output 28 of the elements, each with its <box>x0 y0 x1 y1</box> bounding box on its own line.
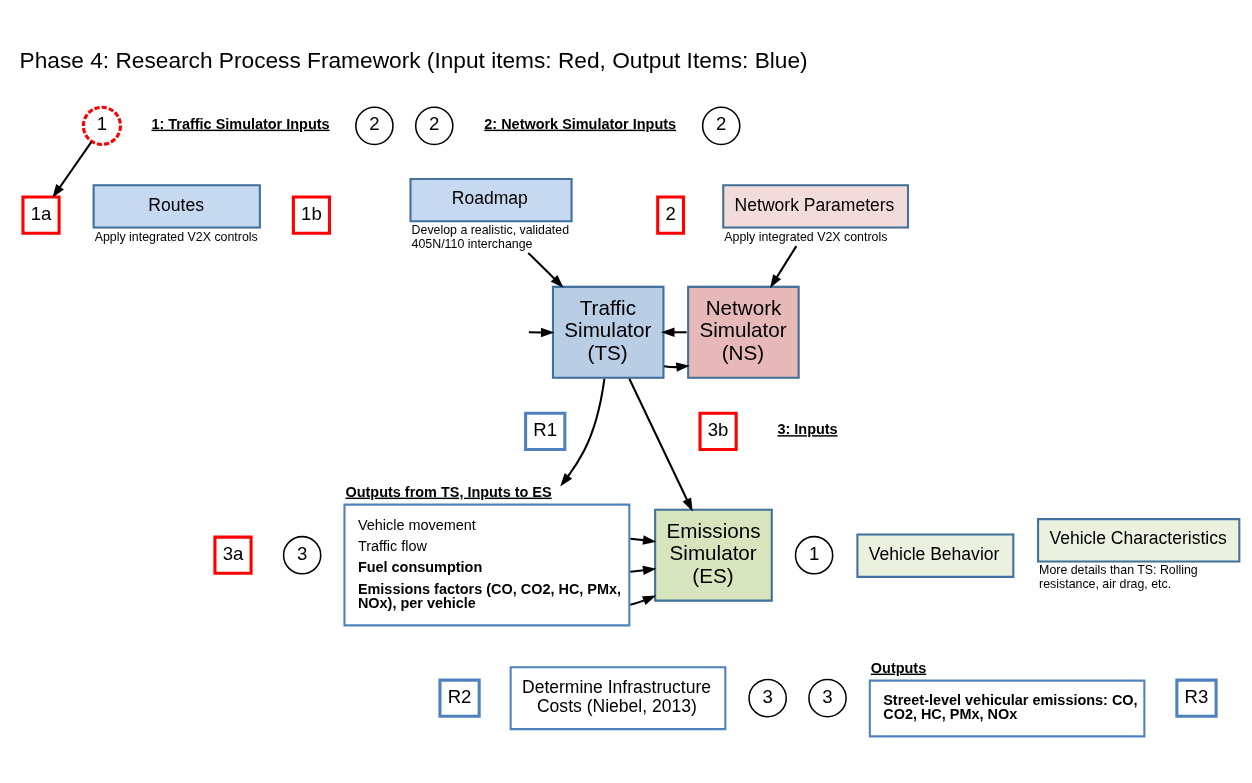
node-circle: 2 <box>414 106 454 146</box>
label: 2: Network Simulator Inputs <box>483 115 676 132</box>
node-label: Outputs <box>870 659 926 676</box>
node-label: Develop a realistic, validated 405N/110 interchange <box>411 223 569 251</box>
label: 1: Traffic Simulator Inputs <box>150 115 330 132</box>
arrow <box>629 595 656 606</box>
node-circle: 3 <box>807 678 847 718</box>
arrow <box>527 252 564 288</box>
arrow <box>629 535 656 545</box>
arrow <box>769 245 797 289</box>
node-label: Apply integrated V2X controls <box>723 229 887 244</box>
node-label: More details than TS: Rolling resistance, air drag, etc. <box>1038 563 1198 591</box>
node-circle: 2 <box>701 106 741 146</box>
arrow <box>559 378 605 487</box>
node-circle: 3 <box>747 678 787 718</box>
arrow <box>629 565 656 576</box>
arrow <box>663 362 690 372</box>
node-circle: 1 <box>81 105 122 146</box>
diagram-title: Phase 4: Research Process Framework (Input items: Red, Output Items: Blue) <box>19 47 808 74</box>
node-circle: 2 <box>354 106 394 146</box>
arrow <box>660 327 687 337</box>
node-label: Apply integrated V2X controls <box>94 229 258 244</box>
node-circle: 1 <box>794 535 833 575</box>
node-circle: 3 <box>282 535 321 575</box>
arrow <box>51 141 92 198</box>
label: 3: Inputs <box>776 421 838 438</box>
arrow <box>627 378 693 512</box>
node-label: Outputs from TS, Inputs to ES <box>345 483 552 500</box>
